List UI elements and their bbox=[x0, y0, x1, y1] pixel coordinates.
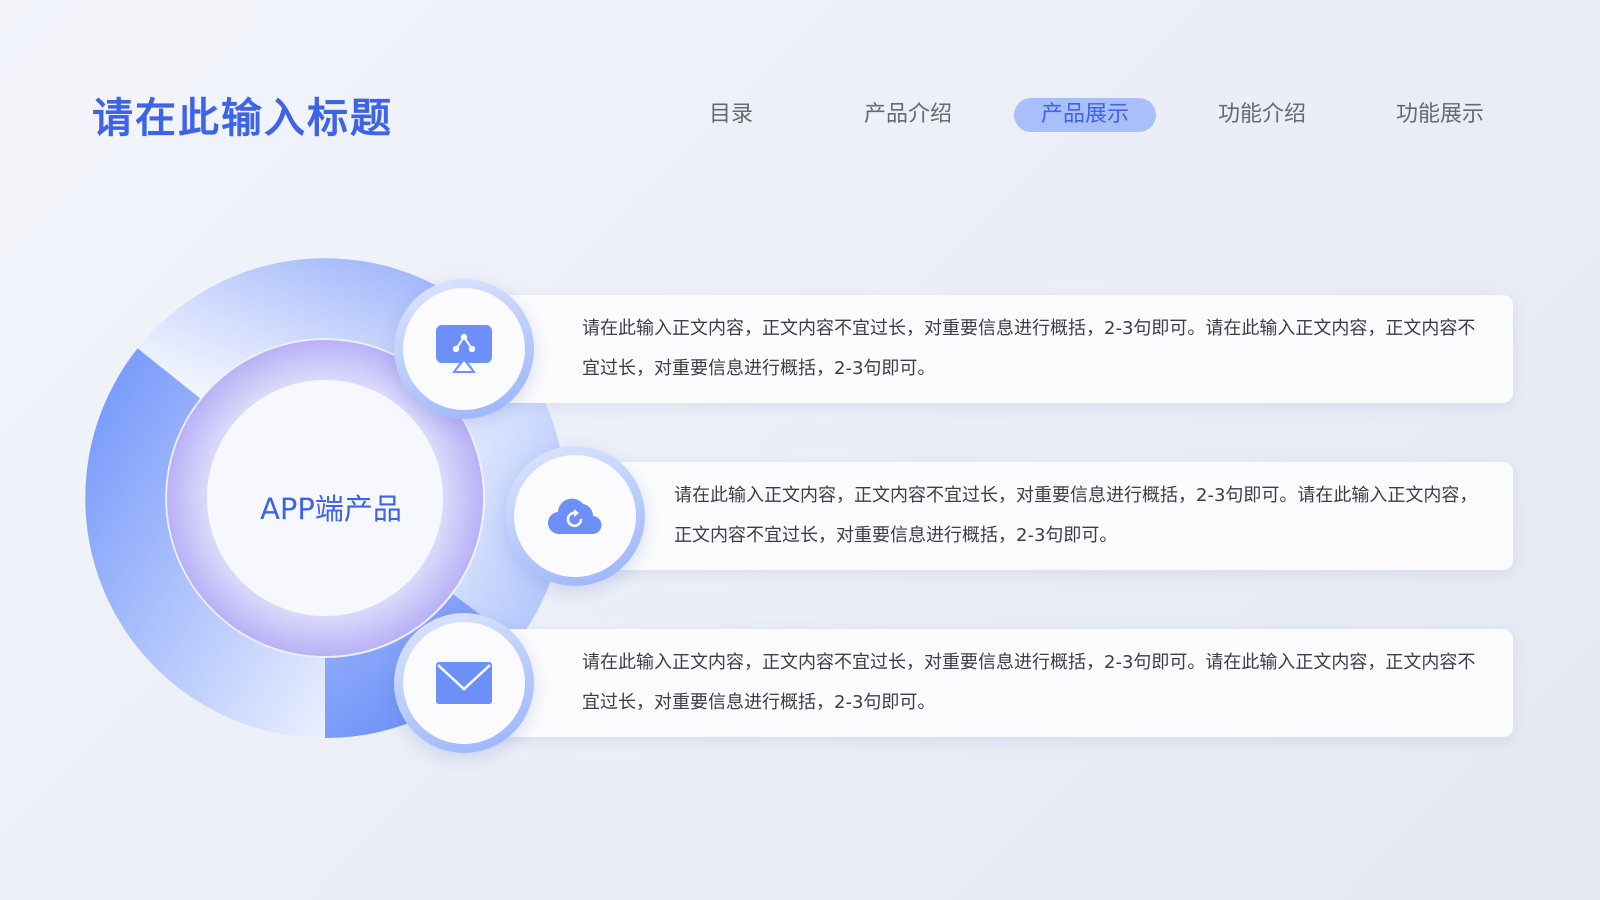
section-nav: 目录 产品介绍 产品展示 功能介绍 功能展示 bbox=[0, 98, 1600, 134]
info-card: 请在此输入正文内容，正文内容不宜过长，对重要信息进行概括，2-3句即可。请在此输… bbox=[480, 295, 1513, 403]
card-text: 请在此输入正文内容，正文内容不宜过长，对重要信息进行概括，2-3句即可。请在此输… bbox=[582, 652, 1476, 713]
ring-segment-top bbox=[137, 258, 495, 399]
icon-badge-inner bbox=[514, 455, 636, 577]
info-card: 请在此输入正文内容，正文内容不宜过长，对重要信息进行概括，2-3句即可。请在此输… bbox=[480, 629, 1513, 737]
icon-badge bbox=[505, 446, 645, 586]
envelope-icon bbox=[436, 662, 492, 704]
icon-badge bbox=[394, 279, 534, 419]
cloud-refresh-icon bbox=[547, 498, 602, 535]
center-label: APP端产品 bbox=[260, 492, 402, 526]
tab-product-intro[interactable]: 产品介绍 bbox=[863, 102, 952, 127]
page-title: 请在此输入标题 bbox=[92, 94, 393, 142]
tab-contents[interactable]: 目录 bbox=[708, 102, 753, 127]
tab-product-showcase[interactable]: 产品展示 bbox=[1014, 98, 1156, 132]
card-text: 请在此输入正文内容，正文内容不宜过长，对重要信息进行概括，2-3句即可。请在此输… bbox=[582, 318, 1476, 379]
center-core bbox=[207, 380, 443, 616]
presentation-screen-icon bbox=[436, 325, 492, 373]
ring-segment-left bbox=[85, 348, 325, 738]
tab-feature-intro[interactable]: 功能介绍 bbox=[1217, 102, 1306, 127]
icon-badge bbox=[394, 613, 534, 753]
info-card: 请在此输入正文内容，正文内容不宜过长，对重要信息进行概括，2-3句即可。请在此输… bbox=[590, 462, 1513, 570]
icon-badge-inner bbox=[403, 622, 525, 744]
icon-badge-inner bbox=[403, 288, 525, 410]
card-text: 请在此输入正文内容，正文内容不宜过长，对重要信息进行概括，2-3句即可。请在此输… bbox=[674, 485, 1478, 546]
tab-feature-showcase[interactable]: 功能展示 bbox=[1395, 102, 1484, 127]
